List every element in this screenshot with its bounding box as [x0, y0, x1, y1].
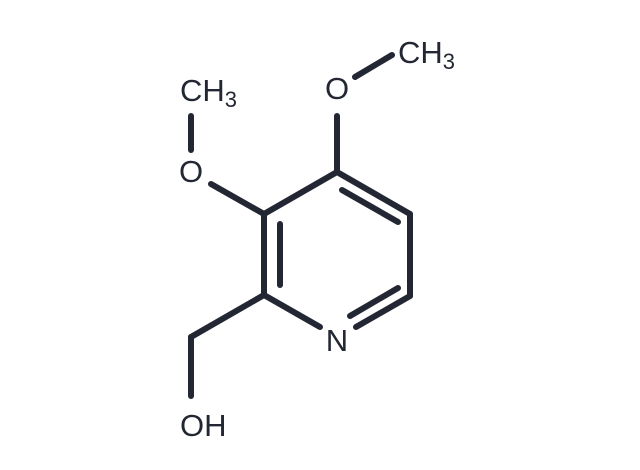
bond-n-c2 [261, 292, 323, 330]
methyl-top-label: CH3 [398, 35, 455, 74]
hydroxyl-label: OH [180, 408, 227, 443]
bond-c4-c5-inner [339, 187, 401, 225]
oxygen-left-label: O [179, 154, 203, 189]
bond-o-ch3-top [352, 52, 395, 80]
methyl-left-label: CH3 [180, 73, 237, 112]
bond-c2-ch2 [188, 292, 267, 340]
oxygen-top-label: O [325, 71, 349, 106]
bond-c3-o [208, 181, 267, 217]
bonds [188, 52, 413, 399]
atom-labels: CH3 CH3 O O N OH [179, 35, 455, 443]
bond-c4-c5 [334, 169, 413, 217]
bond-c6-n-inner [347, 285, 401, 319]
bond-c3-c4 [261, 169, 340, 217]
nitrogen-label: N [326, 323, 348, 358]
bond-c6-n [353, 293, 413, 330]
